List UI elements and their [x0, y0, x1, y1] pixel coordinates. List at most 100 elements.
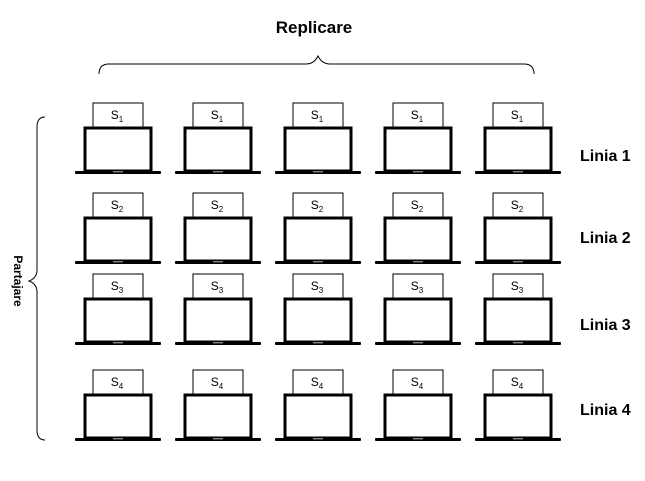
laptop-base — [175, 261, 261, 264]
shard-label: S4 — [211, 375, 224, 391]
shard-label: S2 — [411, 198, 424, 214]
shard-tag-box — [492, 273, 544, 299]
laptop-screen — [283, 297, 353, 344]
laptop-notch — [313, 342, 323, 344]
shard-label: S3 — [511, 279, 524, 295]
laptop-node: S3 — [175, 273, 261, 345]
laptop-node: S3 — [275, 273, 361, 345]
shard-label: S3 — [411, 279, 424, 295]
sharding-label: Partajare — [11, 255, 25, 307]
laptop-base — [275, 342, 361, 345]
laptop-node: S2 — [375, 192, 461, 264]
laptop-notch — [113, 438, 123, 440]
laptop-notch — [513, 438, 523, 440]
laptop-node: S1 — [475, 102, 561, 174]
laptop-node: S1 — [275, 102, 361, 174]
diagram-title: Replicare — [276, 18, 353, 37]
row-label: Linia 2 — [580, 230, 631, 247]
laptop-base — [275, 171, 361, 174]
shard-label: S4 — [111, 375, 124, 391]
laptop-node: S4 — [275, 369, 361, 441]
laptop-base — [475, 342, 561, 345]
laptop-screen — [383, 126, 453, 173]
shard-tag-box — [92, 192, 144, 218]
laptop-node: S2 — [175, 192, 261, 264]
laptop-node: S2 — [75, 192, 161, 264]
laptop-notch — [113, 342, 123, 344]
laptop-base — [375, 342, 461, 345]
laptop-screen — [183, 126, 253, 173]
laptop-base — [375, 171, 461, 174]
shard-label: S2 — [311, 198, 324, 214]
shard-tag-box — [92, 273, 144, 299]
laptop-screen — [283, 126, 353, 173]
laptop-node: S3 — [475, 273, 561, 345]
shard-label: S3 — [311, 279, 324, 295]
laptop-notch — [413, 261, 423, 263]
laptop-base — [275, 438, 361, 441]
shard-label: S1 — [211, 108, 224, 124]
laptop-notch — [413, 342, 423, 344]
shard-label: S4 — [511, 375, 524, 391]
laptop-base — [375, 261, 461, 264]
laptop-notch — [313, 171, 323, 173]
laptop-screen — [83, 126, 153, 173]
laptop-base — [475, 171, 561, 174]
laptop-notch — [413, 171, 423, 173]
shard-tag-box — [192, 273, 244, 299]
laptop-screen — [183, 216, 253, 263]
laptop-notch — [213, 261, 223, 263]
laptop-screen — [483, 297, 553, 344]
laptop-base — [75, 261, 161, 264]
laptop-notch — [213, 342, 223, 344]
laptop-node: S4 — [175, 369, 261, 441]
shard-label: S3 — [111, 279, 124, 295]
laptop-node: S2 — [275, 192, 361, 264]
shard-tag-box — [192, 102, 244, 128]
shard-tag-box — [92, 102, 144, 128]
laptop-screen — [283, 393, 353, 440]
laptop-base — [175, 438, 261, 441]
laptop-screen — [383, 393, 453, 440]
laptop-screen — [83, 297, 153, 344]
laptop-base — [375, 438, 461, 441]
shard-tag-box — [192, 192, 244, 218]
laptop-node: S2 — [475, 192, 561, 264]
replication-brace — [98, 54, 535, 75]
laptop-node: S3 — [75, 273, 161, 345]
laptop-screen — [383, 216, 453, 263]
laptop-base — [75, 342, 161, 345]
shard-label: S1 — [111, 108, 124, 124]
shard-tag-box — [292, 369, 344, 395]
laptop-notch — [213, 438, 223, 440]
shard-label: S3 — [211, 279, 224, 295]
laptop-screen — [83, 216, 153, 263]
laptop-node: S1 — [175, 102, 261, 174]
row-label: Linia 1 — [580, 148, 631, 165]
shard-tag-box — [392, 273, 444, 299]
laptop-base — [175, 342, 261, 345]
shard-tag-box — [92, 369, 144, 395]
laptop-base — [475, 261, 561, 264]
laptop-screen — [483, 216, 553, 263]
shard-label: S2 — [111, 198, 124, 214]
laptop-node: S1 — [75, 102, 161, 174]
laptop-node: S1 — [375, 102, 461, 174]
laptop-base — [75, 438, 161, 441]
laptop-screen — [383, 297, 453, 344]
shard-label: S1 — [311, 108, 324, 124]
row-label: Linia 4 — [580, 402, 631, 419]
sharding-brace — [27, 116, 46, 441]
laptop-notch — [513, 261, 523, 263]
laptop-notch — [513, 342, 523, 344]
shard-tag-box — [392, 369, 444, 395]
laptop-notch — [513, 171, 523, 173]
laptop-notch — [113, 171, 123, 173]
laptop-notch — [313, 261, 323, 263]
shard-tag-box — [292, 192, 344, 218]
shard-label: S2 — [511, 198, 524, 214]
laptop-notch — [113, 261, 123, 263]
laptop-base — [475, 438, 561, 441]
